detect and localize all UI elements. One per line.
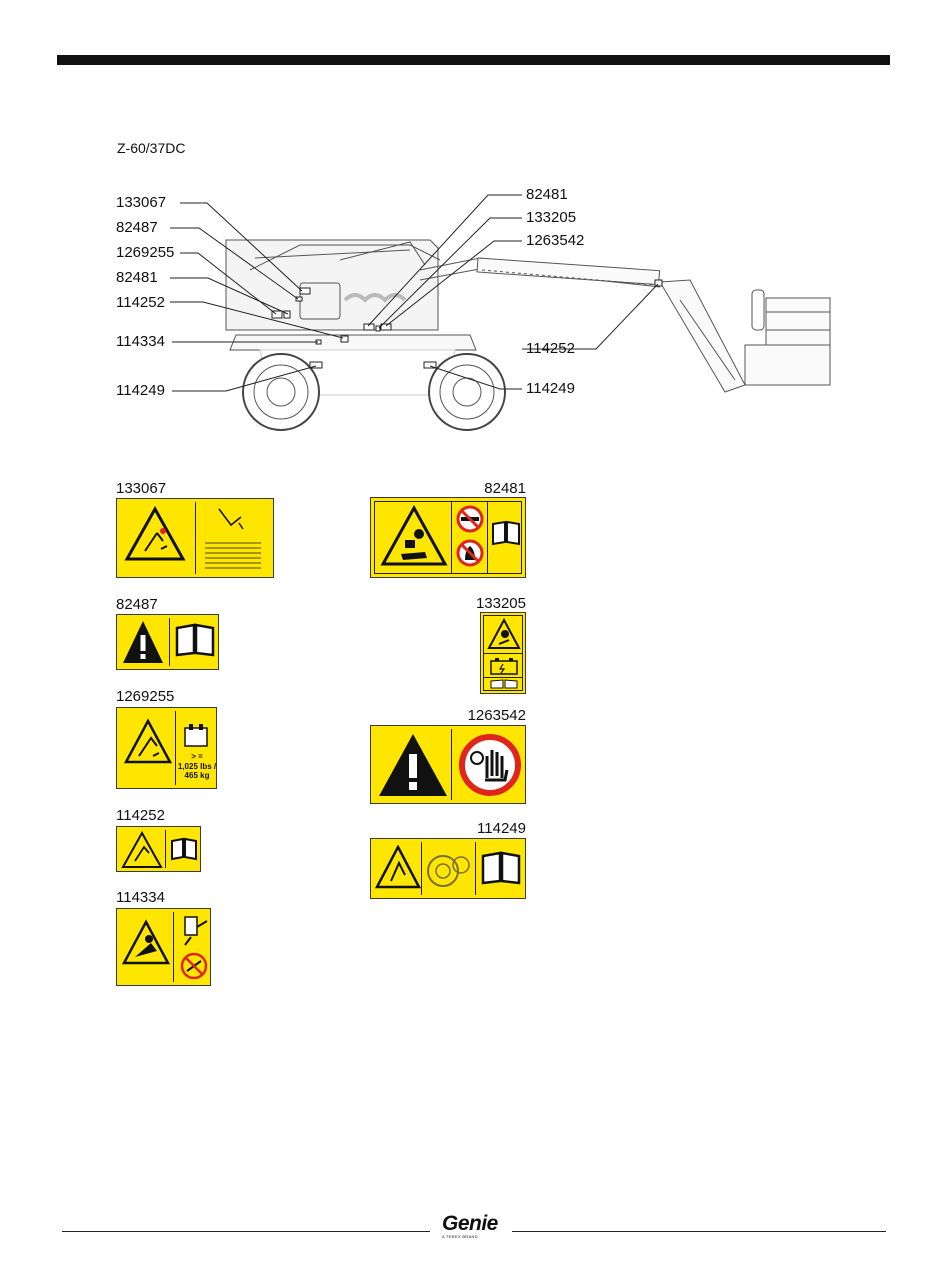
manual-book-icon xyxy=(175,623,215,657)
decal-code-114252: 114252 xyxy=(116,808,165,824)
no-flame-icon xyxy=(455,538,485,568)
decal-1263542 xyxy=(370,725,526,804)
callout-left-133067: 133067 xyxy=(116,195,166,211)
decal-code-114249: 114249 xyxy=(440,821,526,837)
tip-over-warning-icon xyxy=(375,845,421,889)
genie-logo: Genie xyxy=(442,1212,498,1236)
genie-logo-subtitle: A TEREX BRAND xyxy=(442,1234,478,1239)
decal-code-82481: 82481 xyxy=(440,481,526,497)
callout-right-133205: 133205 xyxy=(526,210,576,226)
decal-1269255: > = 1,025 lbs / 465 kg xyxy=(116,707,217,789)
callout-left-82481: 82481 xyxy=(116,270,158,286)
explosion-hazard-icon xyxy=(379,504,449,570)
callout-left-114334: 114334 xyxy=(116,334,165,350)
load-capacity: 1,025 lbs / 465 kg xyxy=(177,762,217,780)
callout-left-1269255: 1269255 xyxy=(116,245,174,261)
decal-code-82487: 82487 xyxy=(116,597,158,613)
tip-over-chart-icon xyxy=(201,503,267,575)
wheel-assembly-icon xyxy=(425,847,473,891)
manual-book-icon xyxy=(491,520,521,546)
decal-114249 xyxy=(370,838,526,899)
manual-book-icon xyxy=(170,837,198,861)
decal-114334 xyxy=(116,908,211,986)
callout-right-114252: 114252 xyxy=(526,341,575,357)
footer-rule-left xyxy=(62,1231,430,1232)
tip-over-warning-icon xyxy=(123,718,173,766)
decal-code-114334: 114334 xyxy=(116,890,165,906)
crush-hazard-warning-icon xyxy=(121,919,171,967)
decal-code-133067: 133067 xyxy=(116,481,166,497)
no-smoking-icon xyxy=(455,504,485,534)
decal-code-1269255: 1269255 xyxy=(116,689,174,705)
battery-icon xyxy=(489,656,519,676)
power-outlet-icon xyxy=(177,915,209,947)
warning-exclamation-icon xyxy=(377,730,449,798)
callout-right-1263542: 1263542 xyxy=(526,233,584,249)
decal-code-133205: 133205 xyxy=(440,596,526,612)
decal-code-1263542: 1263542 xyxy=(440,708,526,724)
decal-114252 xyxy=(116,826,201,872)
tip-over-warning-icon xyxy=(121,831,163,869)
decal-82487 xyxy=(116,614,219,670)
callout-right-114249: 114249 xyxy=(526,381,575,397)
load-weight-icon xyxy=(181,722,211,748)
decal-133205 xyxy=(480,612,526,694)
callout-left-114252: 114252 xyxy=(116,295,165,311)
load-symbol: > = xyxy=(177,752,217,761)
warning-triangle-icon xyxy=(487,618,521,650)
no-unplug-icon xyxy=(179,951,209,981)
callout-left-114249: 114249 xyxy=(116,383,165,399)
callout-right-82481: 82481 xyxy=(526,187,568,203)
footer-rule-right xyxy=(512,1231,886,1232)
manual-book-icon xyxy=(489,679,519,689)
manual-book-icon xyxy=(481,851,521,885)
warning-triangle-icon xyxy=(123,505,187,565)
callout-left-82487: 82487 xyxy=(116,220,158,236)
decal-82481 xyxy=(370,497,526,578)
warning-exclamation-icon xyxy=(121,619,165,665)
decal-133067 xyxy=(116,498,274,578)
stop-hand-icon xyxy=(457,732,523,798)
